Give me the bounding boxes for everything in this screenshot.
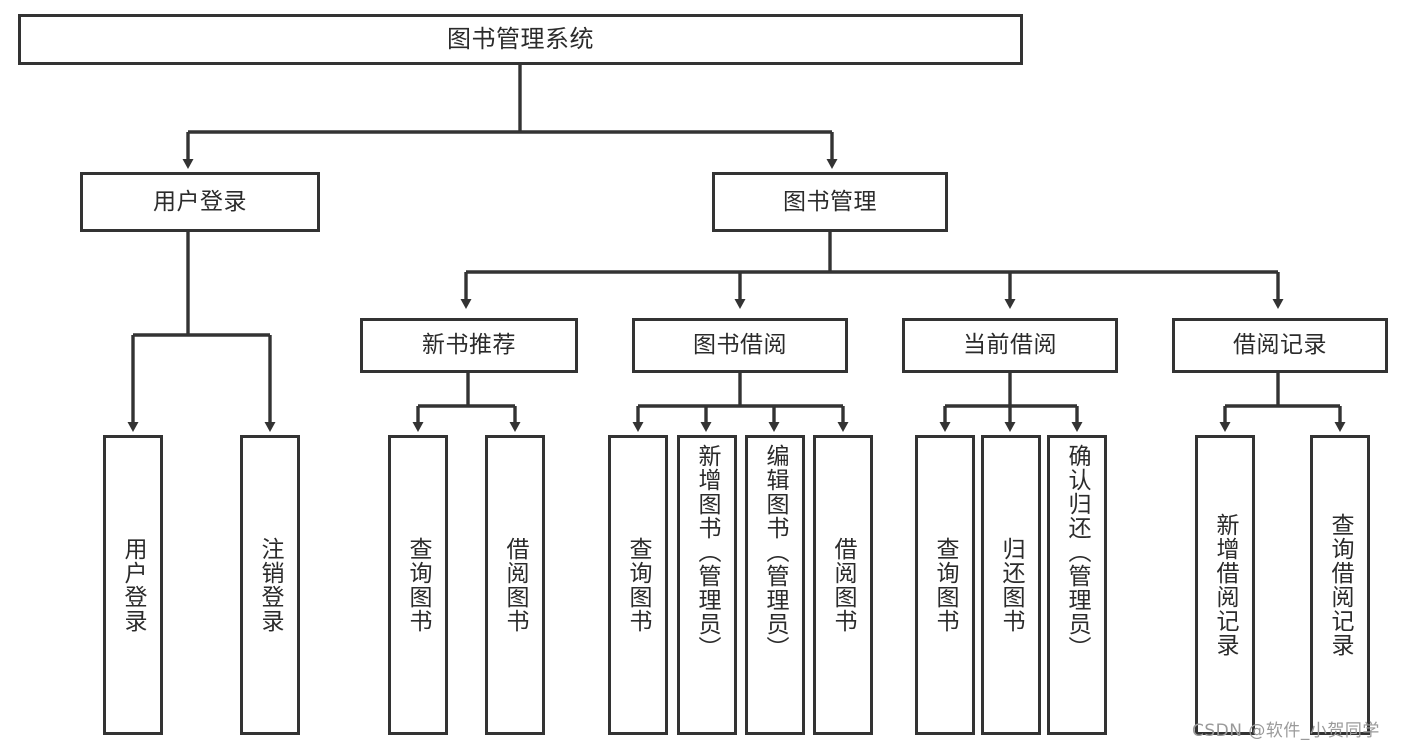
leaf-query-borrow-record[interactable]: 查询借阅记录 bbox=[1310, 435, 1370, 735]
node-label: 借阅图书 bbox=[830, 537, 857, 633]
leaf-query-book-recommend[interactable]: 查询图书 bbox=[388, 435, 448, 735]
leaf-query-book-current[interactable]: 查询图书 bbox=[915, 435, 975, 735]
leaf-add-book-admin[interactable]: 新增图书（管理员） bbox=[677, 435, 737, 735]
leaf-confirm-return-admin[interactable]: 确认归还（管理员） bbox=[1047, 435, 1107, 735]
leaf-return-book[interactable]: 归还图书 bbox=[981, 435, 1041, 735]
node-label: 借阅记录 bbox=[1233, 332, 1327, 359]
node-label: 新增图书（管理员） bbox=[694, 444, 721, 660]
node-book-management[interactable]: 图书管理 bbox=[712, 172, 948, 232]
leaf-borrow-book-recommend[interactable]: 借阅图书 bbox=[485, 435, 545, 735]
node-label: 借阅图书 bbox=[502, 537, 529, 633]
node-label: 查询图书 bbox=[625, 537, 652, 633]
node-root-system[interactable]: 图书管理系统 bbox=[18, 14, 1023, 65]
node-label: 归还图书 bbox=[998, 537, 1025, 633]
node-label: 查询借阅记录 bbox=[1327, 513, 1354, 657]
node-current-borrow[interactable]: 当前借阅 bbox=[902, 318, 1118, 373]
node-label: 图书管理系统 bbox=[447, 24, 594, 53]
node-label: 图书管理 bbox=[783, 188, 877, 215]
leaf-borrow-book[interactable]: 借阅图书 bbox=[813, 435, 873, 735]
node-borrow-record[interactable]: 借阅记录 bbox=[1172, 318, 1388, 373]
node-label: 用户登录 bbox=[153, 188, 247, 215]
node-label: 图书借阅 bbox=[693, 332, 787, 359]
node-book-borrow[interactable]: 图书借阅 bbox=[632, 318, 848, 373]
node-label: 当前借阅 bbox=[963, 332, 1057, 359]
node-user-login[interactable]: 用户登录 bbox=[80, 172, 320, 232]
leaf-edit-book-admin[interactable]: 编辑图书（管理员） bbox=[745, 435, 805, 735]
node-label: 编辑图书（管理员） bbox=[762, 444, 789, 660]
leaf-logout[interactable]: 注销登录 bbox=[240, 435, 300, 735]
csdn-watermark: CSDN @软件_小贺同学 bbox=[1192, 721, 1380, 741]
node-label: 用户登录 bbox=[120, 537, 147, 633]
node-label: 新增借阅记录 bbox=[1212, 513, 1239, 657]
leaf-query-book-borrow[interactable]: 查询图书 bbox=[608, 435, 668, 735]
node-label: 确认归还（管理员） bbox=[1064, 444, 1091, 660]
node-label: 查询图书 bbox=[405, 537, 432, 633]
node-label: 注销登录 bbox=[257, 537, 284, 633]
node-label: 查询图书 bbox=[932, 537, 959, 633]
node-new-book-recommend[interactable]: 新书推荐 bbox=[360, 318, 578, 373]
node-label: 新书推荐 bbox=[422, 332, 516, 359]
leaf-add-borrow-record[interactable]: 新增借阅记录 bbox=[1195, 435, 1255, 735]
leaf-user-login[interactable]: 用户登录 bbox=[103, 435, 163, 735]
